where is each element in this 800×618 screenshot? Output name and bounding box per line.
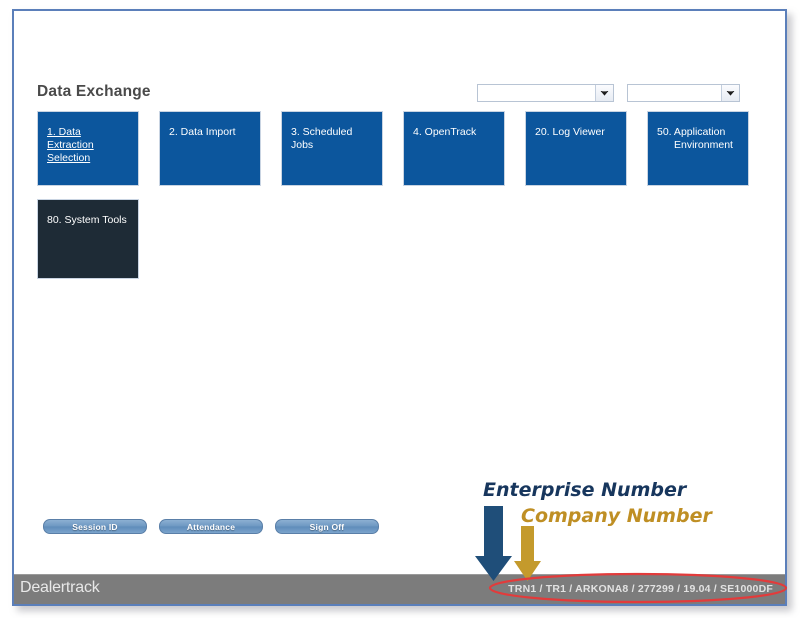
tile-label-line2: Environment xyxy=(674,139,733,151)
company-selector-value xyxy=(628,85,721,101)
tile-data-extraction-selection[interactable]: 1. Data Extraction Selection xyxy=(37,111,139,186)
footer-bar: Dealertrack TRN1 / TR1 / ARKONA8 / 27729… xyxy=(14,574,785,604)
action-button-bar: Session ID Attendance Sign Off xyxy=(43,519,379,534)
tile-label-line2: Selection xyxy=(47,152,91,164)
company-selector[interactable] xyxy=(627,84,740,102)
tile-label-line1: 4. OpenTrack xyxy=(413,126,477,138)
tile-application-environment[interactable]: 50. Application Environment xyxy=(647,111,749,186)
attendance-button[interactable]: Attendance xyxy=(159,519,263,534)
tile-log-viewer[interactable]: 20. Log Viewer xyxy=(525,111,627,186)
enterprise-selector-value xyxy=(478,85,595,101)
tile-label-line1: 20. Log Viewer xyxy=(535,126,605,138)
tile-data-import[interactable]: 2. Data Import xyxy=(159,111,261,186)
tile-label-line1: 50. Application xyxy=(657,126,726,138)
enterprise-selector[interactable] xyxy=(477,84,614,102)
sign-off-button[interactable]: Sign Off xyxy=(275,519,379,534)
session-id-button[interactable]: Session ID xyxy=(43,519,147,534)
page-content-area: Data Exchange 1. Da xyxy=(14,11,785,574)
tile-system-tools[interactable]: 80. System Tools xyxy=(37,199,139,279)
page-title: Data Exchange xyxy=(37,83,151,100)
tile-label-line1: 80. System Tools xyxy=(47,214,127,226)
tile-label-line1: 1. Data Extraction xyxy=(47,126,94,151)
tile-scheduled-jobs[interactable]: 3. Scheduled Jobs xyxy=(281,111,383,186)
session-status-text: TRN1 / TR1 / ARKONA8 / 277299 / 19.04 / … xyxy=(508,583,773,595)
tile-label-line1: 2. Data Import xyxy=(169,126,236,138)
tile-label-line1: 3. Scheduled Jobs xyxy=(291,126,353,151)
application-window: Data Exchange 1. Da xyxy=(12,9,787,606)
chevron-down-icon[interactable] xyxy=(721,85,739,101)
tile-opentrack[interactable]: 4. OpenTrack xyxy=(403,111,505,186)
chevron-down-icon[interactable] xyxy=(595,85,613,101)
dealertrack-logo: Dealertrack xyxy=(20,579,100,596)
